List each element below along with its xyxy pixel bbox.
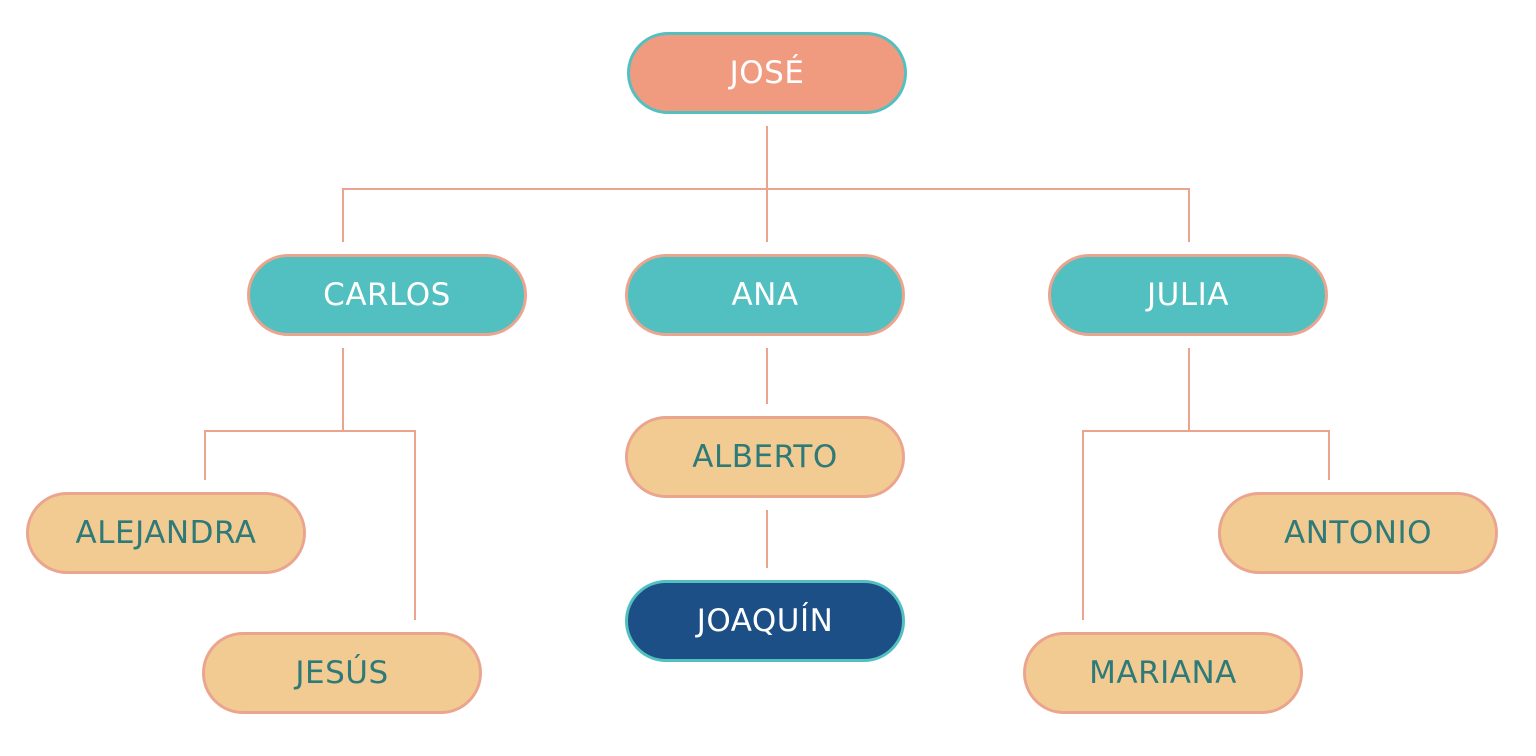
node-carlos: CARLOS bbox=[247, 254, 527, 336]
node-carlos-label: CARLOS bbox=[323, 277, 451, 313]
connector-alberto-to-joaquin bbox=[766, 510, 768, 568]
node-jose: JOSÉ bbox=[627, 32, 907, 114]
node-jesus: JESÚS bbox=[202, 632, 482, 714]
node-ana-label: ANA bbox=[731, 277, 799, 313]
connector-to-antonio bbox=[1328, 430, 1330, 480]
connector-carlos-down bbox=[342, 348, 344, 432]
connector-to-jesus bbox=[414, 430, 416, 620]
connector-to-alejandra bbox=[204, 430, 206, 480]
node-alberto: ALBERTO bbox=[625, 416, 905, 498]
connector-to-mariana bbox=[1082, 430, 1084, 620]
connector-to-julia bbox=[1188, 188, 1190, 242]
connector-ana-to-alberto bbox=[766, 348, 768, 404]
node-julia: JULIA bbox=[1048, 254, 1328, 336]
node-mariana-label: MARIANA bbox=[1089, 655, 1237, 691]
node-julia-label: JULIA bbox=[1147, 277, 1229, 313]
node-alejandra: ALEJANDRA bbox=[26, 492, 306, 574]
node-alejandra-label: ALEJANDRA bbox=[75, 515, 257, 551]
connector-root-down bbox=[766, 126, 768, 190]
node-antonio-label: ANTONIO bbox=[1284, 515, 1432, 551]
node-antonio: ANTONIO bbox=[1218, 492, 1498, 574]
node-ana: ANA bbox=[625, 254, 905, 336]
connector-carlos-bus bbox=[204, 430, 416, 432]
node-alberto-label: ALBERTO bbox=[692, 439, 838, 475]
node-joaquin-label: JOAQUÍN bbox=[696, 603, 834, 639]
node-mariana: MARIANA bbox=[1023, 632, 1303, 714]
node-jose-label: JOSÉ bbox=[729, 55, 805, 91]
connector-julia-bus bbox=[1082, 430, 1330, 432]
node-joaquin: JOAQUÍN bbox=[625, 580, 905, 662]
node-jesus-label: JESÚS bbox=[295, 655, 389, 691]
connector-to-carlos bbox=[342, 188, 344, 242]
connector-to-ana bbox=[766, 188, 768, 242]
connector-julia-down bbox=[1188, 348, 1190, 432]
